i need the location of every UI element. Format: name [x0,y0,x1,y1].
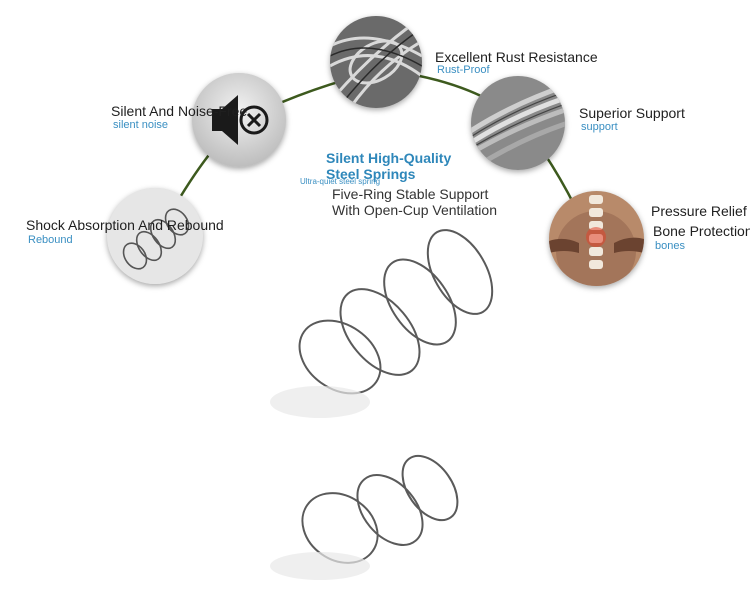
feature-title-shock: Shock Absorption And Rebound [26,217,224,233]
feature-title-bone: Bone Protection [653,223,750,239]
spine-icon [549,191,644,286]
spring-illustration-lower [270,454,459,580]
center-title-line2: Steel Springs [326,166,416,182]
coil-spring-icon [107,188,203,284]
center-desc-line1: Five-Ring Stable Support [332,186,489,202]
feature-subtitle-silent: silent noise [113,119,169,131]
center-title: Silent High-Quality Steel Springs [326,150,451,182]
wire-bundle-icon [330,16,422,108]
feature-subtitle-shock: Rebound [28,234,73,246]
center-desc-line2: With Open-Cup Ventilation [332,202,497,218]
feature-title-pressure: Pressure Relief [651,203,747,219]
feature-title-rust: Excellent Rust Resistance [435,49,598,65]
center-small-text: Ultra-quiet steel spring [300,177,381,186]
feature-subtitle-support: support [581,121,618,133]
center-description: Five-Ring Stable Support With Open-Cup V… [332,186,497,218]
spring-illustration-upper [270,229,494,418]
feature-title-silent: Silent And Noise-Free [111,103,248,119]
center-title-line1: Silent High-Quality [326,150,452,166]
steel-wires-icon [471,76,565,170]
feature-subtitle-bone: bones [655,240,685,252]
feature-title-support: Superior Support [579,105,685,121]
feature-subtitle-rust: Rust-Proof [437,64,490,76]
mute-speaker-icon [192,73,286,167]
